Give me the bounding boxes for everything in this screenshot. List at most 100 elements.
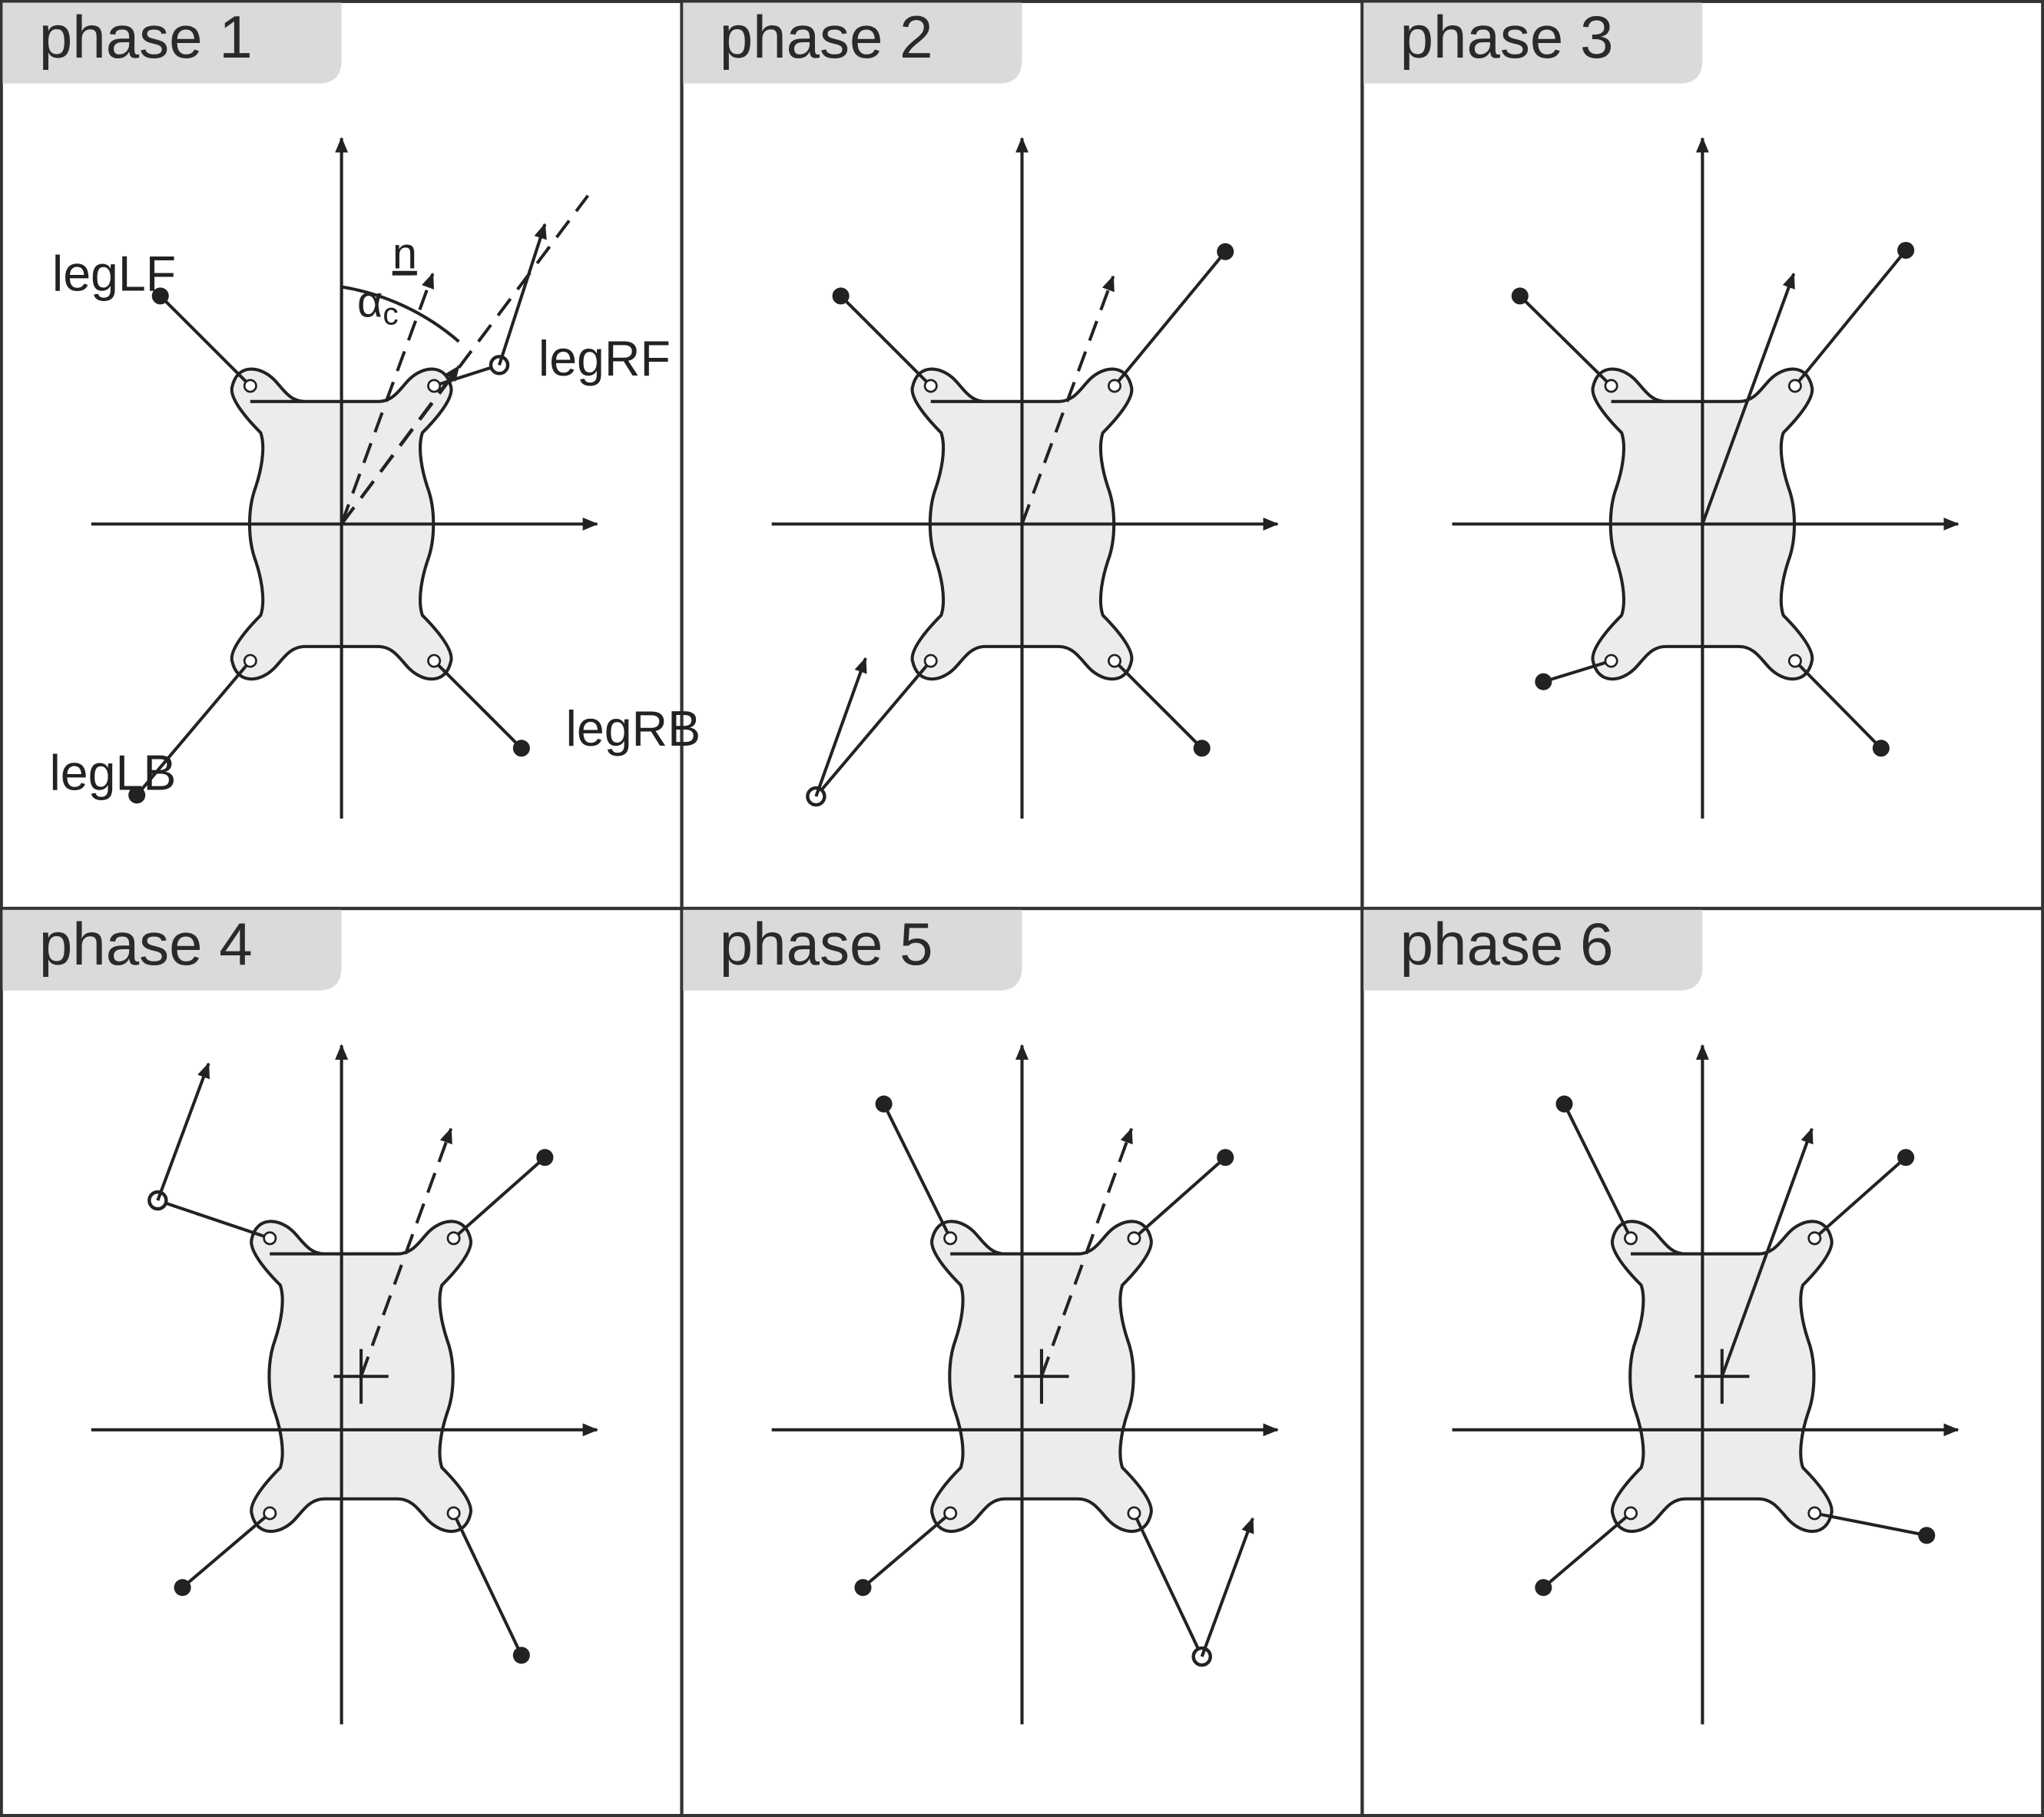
leg-rb: [1132, 1512, 1204, 1657]
phase-6-diagram: [1452, 1044, 1960, 1725]
normal-label: n: [393, 230, 417, 279]
leg-rb: [452, 1512, 523, 1656]
swing-vector-rf: [498, 223, 547, 366]
foot-lb: [128, 786, 146, 804]
tab-phase-6: [1363, 909, 1703, 991]
foot-lf: [151, 287, 169, 305]
tab-phase-2: [683, 2, 1022, 84]
phase-3-label: phase 3: [1400, 3, 1614, 71]
leg-rf: [1133, 1156, 1227, 1239]
foot-rf: [1217, 1149, 1234, 1167]
swing-vector-rb: [1200, 1517, 1254, 1657]
leg-lb: [862, 1511, 952, 1589]
tab-phase-3: [1363, 2, 1703, 84]
hip-lb: [1604, 654, 1618, 668]
leg-lf: [840, 294, 933, 387]
angle-label: αc: [357, 278, 399, 332]
hip-rf: [1807, 1231, 1822, 1246]
leg-lb: [135, 660, 252, 796]
leg-rf: [452, 1156, 546, 1239]
leg-rb: [1113, 660, 1204, 750]
leg-lb: [1542, 1511, 1632, 1589]
hip-rf: [427, 379, 442, 393]
foot-rf: [536, 1149, 554, 1167]
foot-lf: [1511, 287, 1529, 305]
phase-2-label: phase 2: [720, 3, 933, 71]
foot-lb: [1535, 1579, 1552, 1597]
leg-rb: [1794, 660, 1883, 750]
leg-lb: [181, 1511, 271, 1589]
leg-rb: [432, 660, 523, 750]
hip-lf: [943, 1231, 958, 1246]
foot-rb: [1193, 740, 1211, 757]
hip-lf: [243, 379, 257, 393]
phase-1-diagram: legLF legRF legLB legRB n αc: [49, 137, 701, 819]
normal-vector: [340, 272, 435, 525]
phase-5-diagram: [771, 1044, 1279, 1725]
foot-rb: [512, 1647, 530, 1664]
hip-lf: [263, 1231, 277, 1246]
phase-3-diagram: [1452, 137, 1960, 819]
normal-vector: [1040, 1127, 1133, 1377]
phase-6-label: phase 6: [1400, 910, 1614, 978]
normal-vector: [359, 1127, 453, 1377]
hip-rf: [446, 1231, 461, 1246]
phase-5-label: phase 5: [720, 910, 933, 978]
leg-lf-label: legLF: [52, 247, 176, 302]
swing-vector-lb: [814, 657, 867, 797]
hip-rb: [446, 1506, 461, 1521]
tab-phase-1: [2, 2, 342, 84]
foot-rb-swing: [1191, 1646, 1212, 1667]
hip-lb: [1624, 1506, 1638, 1521]
hip-lb: [263, 1506, 277, 1521]
angle-symbol: α: [357, 278, 383, 327]
foot-lb: [174, 1579, 191, 1597]
hip-rf: [1107, 379, 1121, 393]
leg-lb: [814, 660, 933, 798]
leg-lf: [1562, 1103, 1632, 1239]
leg-rf-label: legRF: [538, 331, 671, 386]
foot-rb: [1872, 740, 1890, 757]
leg-rf: [1113, 250, 1227, 387]
foot-lb: [1535, 673, 1552, 690]
normal-vector: [1020, 275, 1115, 525]
foot-lf: [1555, 1095, 1573, 1113]
foot-rf: [1897, 1149, 1915, 1167]
leg-rf: [1813, 1156, 1907, 1239]
body-motion-vector: [1701, 272, 1796, 525]
hip-rf: [1127, 1231, 1141, 1246]
hip-rb: [1807, 1506, 1822, 1521]
hip-lb: [243, 654, 257, 668]
foot-rb: [1918, 1527, 1936, 1544]
foot-rf: [1217, 243, 1234, 260]
hip-lf: [1624, 1231, 1638, 1246]
leg-lf: [159, 294, 252, 387]
foot-lb: [854, 1579, 872, 1597]
angle-arc: [341, 285, 460, 343]
body-motion-vector: [1720, 1127, 1814, 1377]
foot-rb: [512, 740, 530, 757]
leg-lf: [1519, 294, 1613, 387]
phase-1-label: phase 1: [39, 3, 253, 71]
phase-4-label: phase 4: [39, 910, 253, 978]
foot-lf: [832, 287, 850, 305]
swing-vector-lf: [156, 1062, 210, 1201]
tab-phase-5: [683, 909, 1022, 991]
angle-vector: [340, 365, 461, 525]
leg-lb-label: legLB: [49, 746, 176, 801]
tab-phase-4: [2, 909, 342, 991]
leg-rf: [1794, 249, 1907, 387]
leg-rb: [1814, 1511, 1927, 1537]
hip-lb: [923, 654, 938, 668]
leg-lf: [882, 1103, 952, 1239]
foot-lf: [875, 1095, 893, 1113]
leg-lf: [157, 1199, 270, 1240]
phase-2-diagram: [771, 137, 1279, 819]
hip-rb: [427, 654, 442, 668]
leg-rb-label: legRB: [566, 701, 701, 756]
leg-lb: [1542, 659, 1612, 683]
foot-rf: [1897, 241, 1915, 260]
hip-lf: [1604, 379, 1618, 393]
